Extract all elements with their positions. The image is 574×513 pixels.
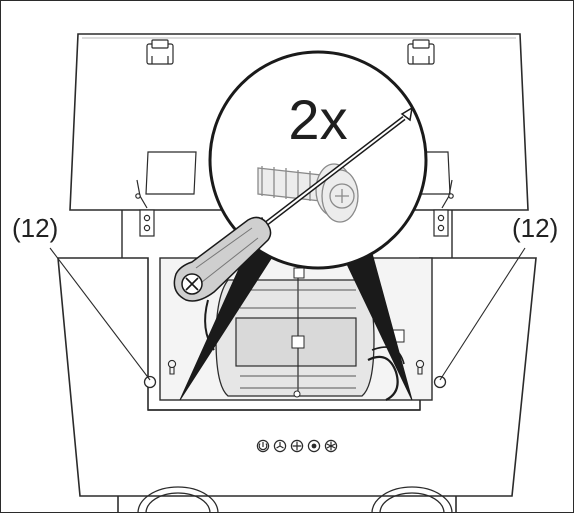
side-bracket-left: [135, 179, 155, 237]
side-bracket-right: [433, 179, 454, 237]
fan-low-icon: [273, 439, 287, 453]
mounting-holes: [143, 375, 447, 389]
quantity-label: 2x: [288, 88, 348, 151]
control-panel: [256, 439, 338, 453]
motor-compartment: [159, 257, 433, 401]
zoom-circle: [208, 50, 428, 270]
part-ref-label-left: (12): [12, 213, 59, 243]
light-icon: [307, 439, 321, 453]
power-icon: [256, 439, 270, 453]
keyhole-slots: [167, 359, 425, 375]
boost-icon: [324, 439, 338, 453]
hinge-clip-right: [407, 39, 435, 65]
bottom-outlets: [117, 486, 457, 513]
fan-high-icon: [290, 439, 304, 453]
phillips-screwdriver-icon: [173, 106, 414, 302]
screw-with-wall-plug-icon: [257, 163, 359, 223]
callout-leaders: [49, 247, 526, 381]
part-ref-label-right: (12): [512, 213, 559, 243]
hinge-clip-left: [146, 39, 174, 65]
